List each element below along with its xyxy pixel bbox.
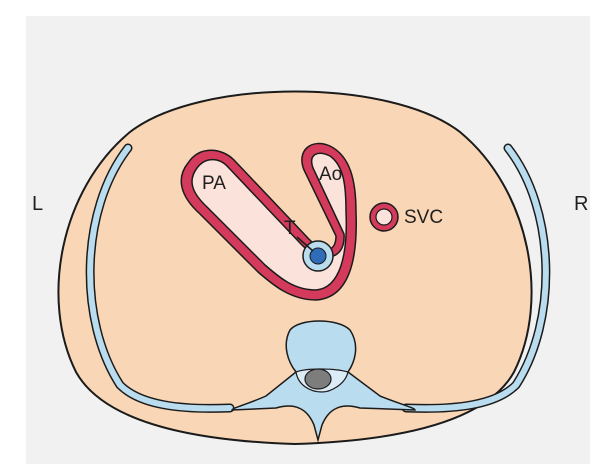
left-side-label: L (32, 194, 43, 214)
trachea-label: T (284, 219, 296, 238)
pulmonary-artery-label: PA (202, 174, 226, 193)
svc-lumen (376, 209, 392, 225)
aorta-label: Ao (319, 165, 342, 184)
right-side-label: R (574, 194, 588, 214)
svc-label: SVC (404, 208, 443, 227)
spinal-cord (305, 369, 331, 389)
